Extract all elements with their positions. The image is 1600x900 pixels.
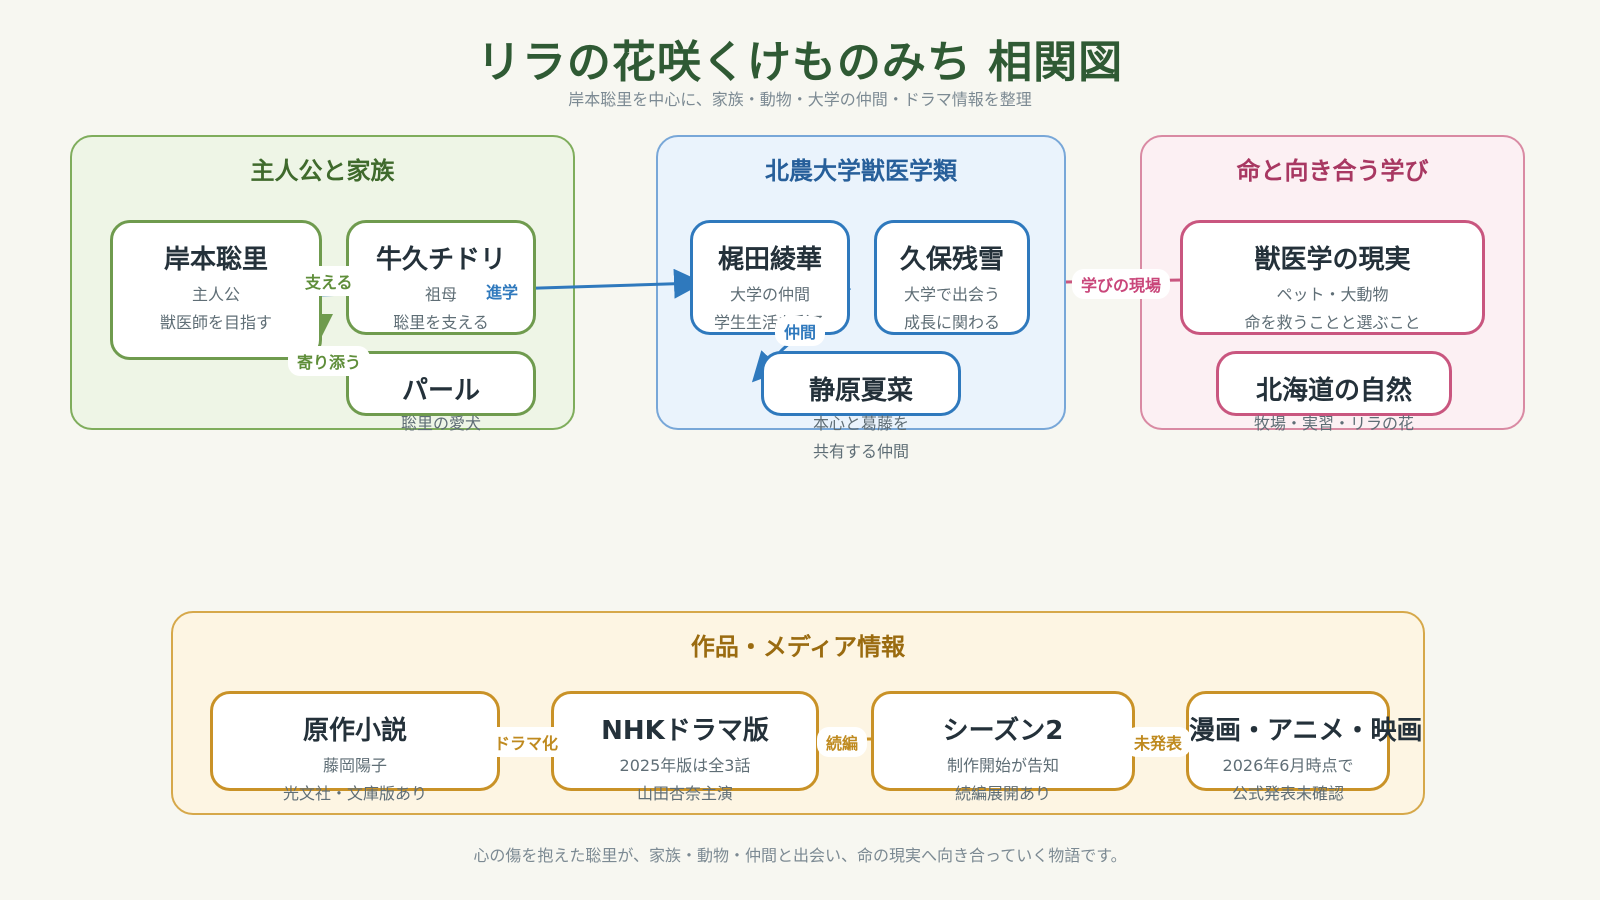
edge-label-unannounced: 未発表	[1125, 727, 1192, 757]
page-subtitle: 岸本聡里を中心に、家族・動物・大学の仲間・ドラマ情報を整理	[568, 90, 1032, 109]
group-life-title: 命と向き合う学び	[1236, 157, 1429, 185]
node-title: 牛久チドリ	[375, 245, 506, 275]
node-title: 北海道の自然	[1255, 376, 1412, 406]
group-university-title: 北農大学獣医学類	[765, 157, 957, 185]
node-manga-anime-film[interactable]: 漫画・アニメ・映画 2026年6月時点で 公式発表未確認	[1186, 691, 1423, 803]
node-kishimoto-satori[interactable]: 岸本聡里 主人公 獣医師を目指す	[110, 220, 322, 360]
node-description: 2025年版は全3話 山田杏奈主演	[619, 756, 751, 803]
edge-label-accompany: 寄り添う	[288, 346, 371, 376]
node-pearl[interactable]: パール 聡里の愛犬	[346, 351, 536, 433]
node-title: 岸本聡里	[163, 245, 268, 275]
node-title: パール	[401, 376, 480, 406]
node-description: 主人公 獣医師を目指す	[159, 285, 272, 332]
footer-summary: 心の傷を抱えた聡里が、家族・動物・仲間と出会い、命の現実へ向き合っていく物語です…	[473, 846, 1127, 865]
node-title: 獣医学の現実	[1254, 245, 1411, 275]
node-veterinary-reality[interactable]: 獣医学の現実 ペット・大動物 命を救うことと選ぶこと	[1180, 220, 1485, 335]
node-kajita-ayaka[interactable]: 梶田綾華 大学の仲間 学生生活を彩る	[690, 220, 850, 335]
edge-label-dramatize: ドラマ化	[485, 727, 568, 757]
node-nhk-drama[interactable]: NHKドラマ版 2025年版は全3話 山田杏奈主演	[551, 691, 819, 803]
node-hokkaido-nature[interactable]: 北海道の自然 牧場・実習・リラの花	[1216, 351, 1452, 433]
node-title: 静原夏菜	[808, 376, 913, 406]
node-original-novel[interactable]: 原作小説 藤岡陽子 光文社・文庫版あり	[210, 691, 500, 803]
edge-label-friends: 仲間	[775, 316, 826, 346]
edge-label-support: 支える	[296, 266, 362, 296]
node-title: NHKドラマ版	[601, 716, 769, 746]
edge-label-learning: 学びの現場	[1072, 269, 1171, 299]
node-description: 牧場・実習・リラの花	[1253, 414, 1414, 433]
node-title: 久保残雪	[899, 245, 1004, 275]
group-media-title: 作品・メディア情報	[690, 633, 906, 661]
node-season-2[interactable]: シーズン2 制作開始が告知 続編展開あり	[871, 691, 1135, 803]
edge-label-sequel: 続編	[817, 727, 868, 757]
node-description: 聡里の愛犬	[400, 414, 481, 433]
node-description: 制作開始が告知 続編展開あり	[946, 756, 1059, 803]
group-family-title: 主人公と家族	[250, 157, 395, 185]
node-description: 藤岡陽子 光文社・文庫版あり	[282, 756, 427, 803]
node-title: 漫画・アニメ・映画	[1189, 716, 1423, 746]
edge-label-advance: 進学	[477, 276, 528, 306]
page-title: リラの花咲くけものみち 相関図	[476, 37, 1124, 88]
node-shizuhara-kana[interactable]: 静原夏菜 本心と葛藤を 共有する仲間	[761, 351, 961, 461]
node-title: 原作小説	[302, 716, 407, 746]
node-description: ペット・大動物 命を救うことと選ぶこと	[1244, 285, 1421, 332]
node-title: 梶田綾華	[717, 245, 822, 275]
node-description: 本心と葛藤を 共有する仲間	[812, 414, 909, 461]
node-description: 2026年6月時点で 公式発表未確認	[1222, 756, 1354, 803]
node-description: 大学で出会う 成長に関わる	[903, 285, 1000, 332]
node-kubo-zansetsu[interactable]: 久保残雪 大学で出会う 成長に関わる	[874, 220, 1030, 335]
node-description: 大学の仲間 学生生活を彩る	[713, 285, 826, 332]
node-description: 祖母 聡里を支える	[393, 285, 489, 332]
node-title: シーズン2	[942, 716, 1064, 746]
